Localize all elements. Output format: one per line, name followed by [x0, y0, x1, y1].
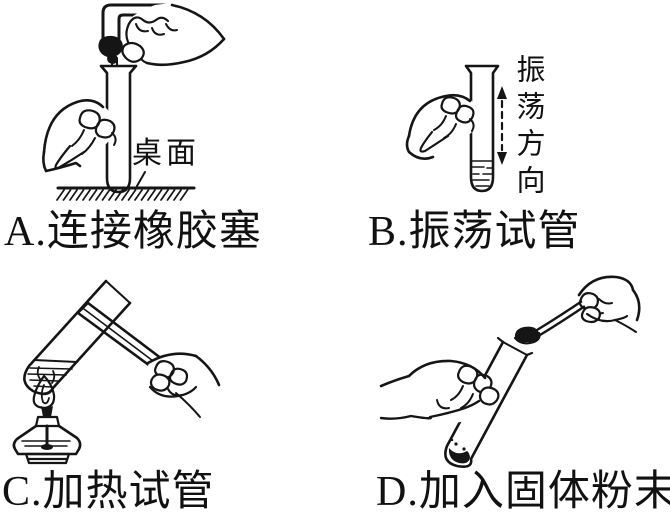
test-tube — [99, 64, 138, 194]
liquid-lines — [27, 367, 73, 388]
shake-direction-arrow — [497, 86, 507, 165]
desk-surface-label: 桌面 — [132, 137, 200, 170]
heating-tube-drawing — [12, 279, 221, 465]
test-tube — [444, 336, 534, 468]
powder-heap — [514, 326, 540, 343]
lower-hand — [42, 99, 117, 173]
flame — [32, 366, 56, 410]
spoon-with-powder — [513, 297, 590, 345]
liquid-surface — [33, 359, 78, 363]
upper-hand — [121, 3, 226, 67]
fuel-shadow — [41, 444, 53, 450]
stopper-connection-drawing — [42, 3, 226, 201]
rubber-stopper — [98, 35, 123, 64]
test-tube — [23, 279, 132, 396]
desk-leader-line — [136, 171, 146, 187]
holding-hand — [405, 93, 477, 160]
table-surface — [56, 171, 196, 201]
tube-hand — [379, 359, 500, 425]
lamp-base — [24, 452, 71, 465]
panel-c-caption: C.加热试管 — [2, 469, 215, 515]
test-tube — [464, 64, 500, 193]
powder-in-tube — [448, 448, 470, 464]
shaking-tube-drawing — [405, 64, 507, 193]
shake-direction-label: 振荡方向 — [512, 54, 544, 202]
spoon-hand — [577, 275, 641, 333]
adding-powder-drawing — [379, 275, 641, 468]
panel-a-caption: A.连接橡胶塞 — [4, 209, 262, 255]
holding-hand — [146, 352, 221, 418]
liquid-lines — [471, 160, 494, 187]
panel-d-caption: D.加入固体粉末 — [376, 469, 670, 515]
panel-b-caption: B.振荡试管 — [368, 209, 581, 255]
alcohol-lamp — [12, 366, 82, 465]
wick — [41, 406, 53, 417]
